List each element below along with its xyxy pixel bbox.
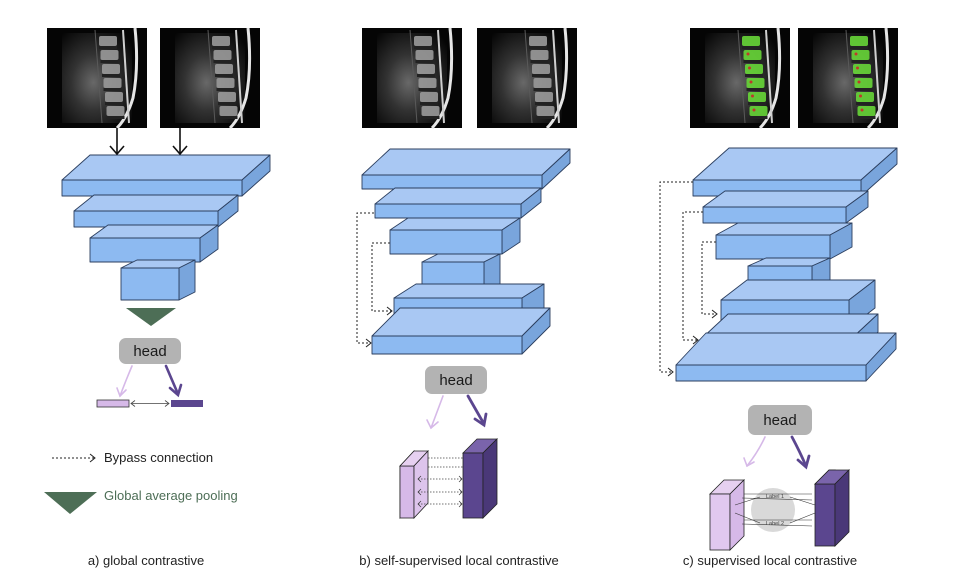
head-label-b: head <box>439 372 472 389</box>
mri-image-b-t1 <box>362 27 462 130</box>
block-a-3 <box>89 224 219 263</box>
block-c-7 <box>675 332 897 382</box>
legend: Bypass connection Global average pooling <box>44 450 238 514</box>
caption-c: c) supervised local contrastive <box>683 553 857 568</box>
mri-image-a-t1 <box>47 27 147 130</box>
legend-gap-triangle <box>44 492 97 514</box>
block-c-3 <box>715 222 853 260</box>
legend-bypass-label: Bypass connection <box>104 450 213 465</box>
block-a-4 <box>120 259 196 301</box>
block-b-3 <box>389 217 521 255</box>
block-a-2 <box>73 194 239 228</box>
mri-image-a-t2 <box>160 27 260 130</box>
caption-b: b) self-supervised local contrastive <box>359 553 558 568</box>
mri-image-b-t2 <box>477 27 577 130</box>
feature-map-dark-c <box>814 483 836 547</box>
bypass-b-outer <box>356 212 374 344</box>
mri-images <box>47 27 898 130</box>
head-box-c: head <box>748 405 812 435</box>
feature-map-light-c <box>709 493 731 551</box>
bypass-c-inner <box>701 241 716 315</box>
global-embedding-light <box>96 399 130 408</box>
network-blocks <box>61 147 898 382</box>
feature-map-dark-b <box>462 452 484 519</box>
block-c-1 <box>692 147 898 197</box>
head-output-arrows <box>116 364 811 470</box>
mri-image-c-t2 <box>798 27 898 130</box>
input-arrow-2-head <box>172 145 188 156</box>
global-embedding-dark <box>171 400 203 407</box>
bypass-arrowheads <box>365 306 718 377</box>
head-label-a: head <box>133 343 166 360</box>
bypass-b-inner <box>371 242 391 312</box>
mri-image-c-t1 <box>690 27 790 130</box>
input-arrows <box>109 128 188 156</box>
block-b-2 <box>374 187 542 219</box>
input-arrow-1-head <box>109 145 125 156</box>
local-feature-maps-b <box>399 438 498 520</box>
global-embeddings <box>96 399 203 408</box>
block-c-2 <box>702 190 869 224</box>
bypass-c-middle <box>682 211 703 341</box>
head-label-c: head <box>763 412 796 429</box>
head-box-b: head <box>425 366 487 394</box>
local-feature-maps-c: Label 1 Label 2 <box>709 469 850 551</box>
bypass-connections <box>356 181 716 373</box>
legend-gap-label: Global average pooling <box>104 488 238 503</box>
head-box-a: head <box>119 338 181 364</box>
caption-a: a) global contrastive <box>88 553 204 568</box>
label-2-text: Label 2 <box>766 521 784 527</box>
global-pooling-triangle <box>126 308 176 326</box>
block-b-1 <box>361 148 571 190</box>
block-b-6 <box>371 307 551 355</box>
bypass-c-outer <box>659 181 693 373</box>
block-a-1 <box>61 154 271 197</box>
label-1-text: Label 1 <box>766 494 784 500</box>
feature-map-light-b <box>399 465 415 519</box>
